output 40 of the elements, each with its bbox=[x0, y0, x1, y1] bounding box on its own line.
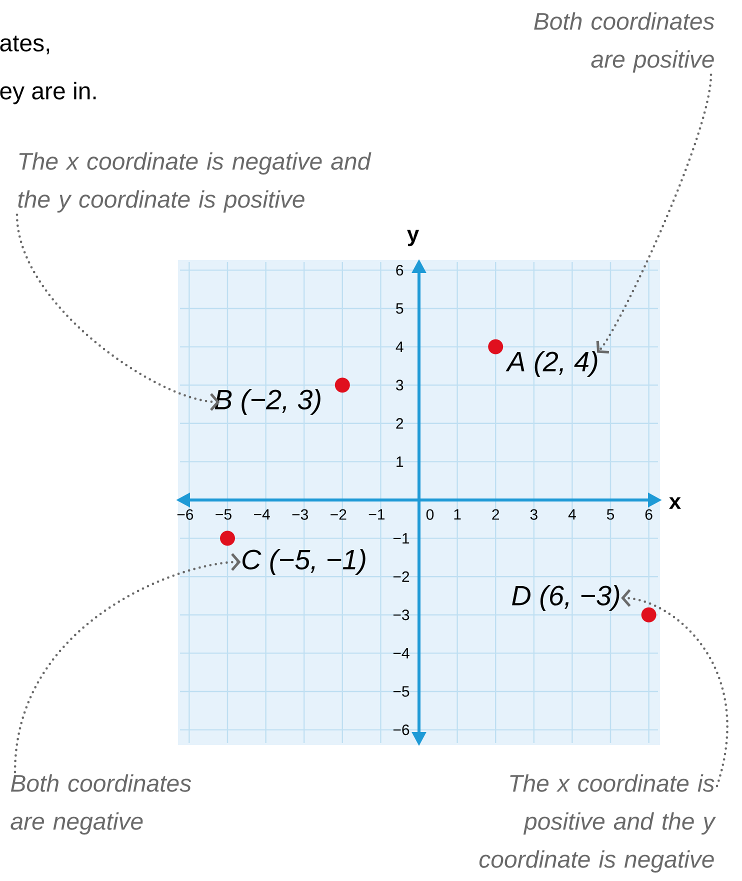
axis-label: y bbox=[407, 230, 419, 246]
tick-label: 2 bbox=[492, 509, 500, 520]
tick-label: −3 bbox=[292, 509, 308, 520]
tick-label: 5 bbox=[396, 303, 404, 314]
leader-arrow bbox=[621, 589, 728, 788]
leader-arrow bbox=[596, 74, 712, 354]
tick-label: −3 bbox=[393, 610, 410, 620]
tick-label: −4 bbox=[254, 509, 270, 520]
tick-label: 3 bbox=[396, 380, 404, 390]
tick-label: 0 bbox=[426, 509, 434, 520]
point-label: C (−5, −1) bbox=[242, 548, 366, 576]
tick-label: −5 bbox=[216, 509, 232, 520]
axis-label: x bbox=[669, 497, 681, 509]
tick-label: −2 bbox=[330, 509, 346, 520]
tick-label: 6 bbox=[645, 509, 652, 520]
callout-text: The x coordinate is positive and the y coordinate is negative bbox=[479, 774, 716, 873]
tick-label: 4 bbox=[396, 342, 404, 352]
point-label: A (2, 4) bbox=[506, 350, 598, 378]
tick-label: 3 bbox=[530, 509, 538, 520]
tick-label: 6 bbox=[396, 264, 404, 276]
callout-text: The x coordinate is negative and the y coordinate is positive bbox=[18, 152, 372, 213]
tick-label: 4 bbox=[568, 509, 576, 520]
header-text: ates, bbox=[0, 36, 50, 54]
tick-label: −6 bbox=[393, 724, 410, 736]
tick-label: −5 bbox=[393, 686, 410, 697]
tick-label: 5 bbox=[606, 509, 614, 520]
tick-label: −1 bbox=[368, 509, 385, 520]
callout-text: Both coordinates are positive bbox=[534, 12, 714, 73]
tick-label: 1 bbox=[396, 456, 404, 467]
header-text: ey are in. bbox=[0, 82, 96, 104]
tick-label: −4 bbox=[393, 648, 410, 658]
tick-label: 1 bbox=[454, 509, 461, 520]
tick-label: −1 bbox=[393, 533, 410, 544]
point-label: D (6, −3) bbox=[512, 584, 620, 612]
leader-arrow bbox=[16, 214, 220, 411]
tick-label: −6 bbox=[177, 509, 194, 520]
callout-text: Both coordinates are negative bbox=[10, 774, 192, 835]
tick-label: −2 bbox=[393, 571, 410, 582]
leader-arrow bbox=[14, 553, 241, 774]
tick-label: 2 bbox=[396, 418, 404, 429]
